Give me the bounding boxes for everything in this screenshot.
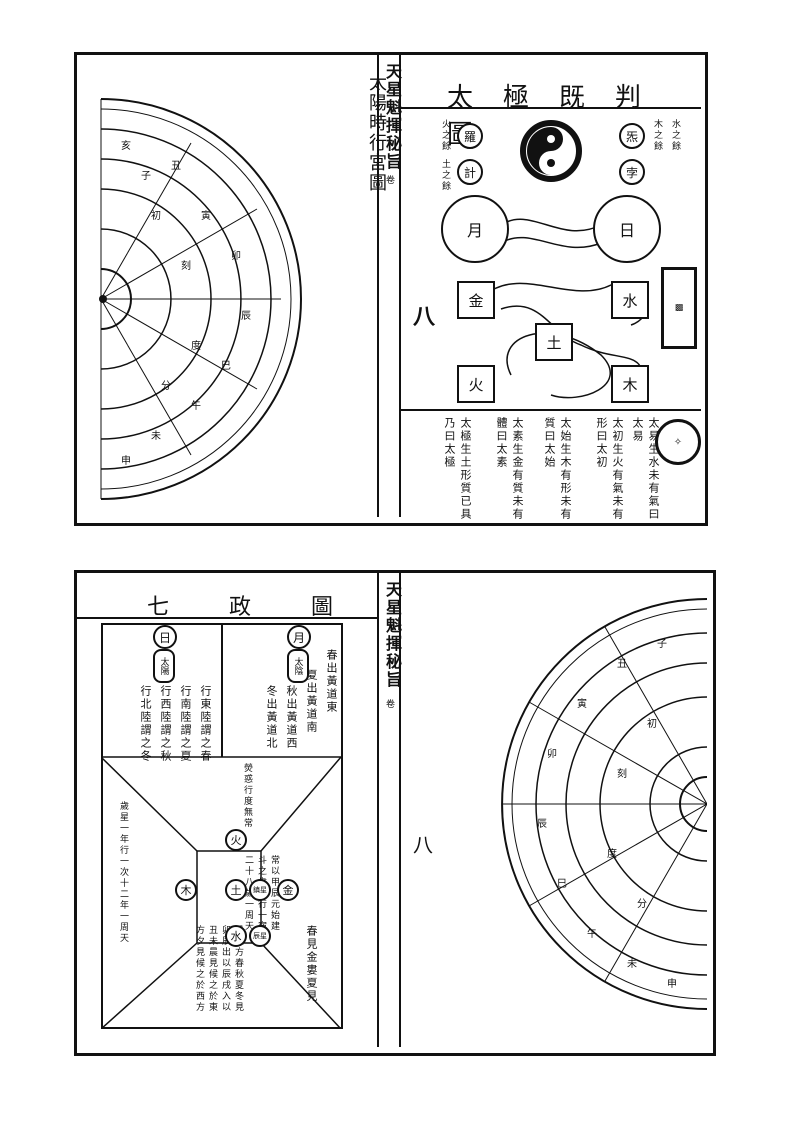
- bottom-spine-right-rule: [399, 573, 401, 1047]
- moon-circle-small: 月: [287, 625, 311, 649]
- bottom-page: 七政圖 日 太陽 月 太陰 行東陸謂之春 行南陸謂之夏 行西陸謂之秋 行北陸謂之…: [74, 570, 716, 1056]
- svg-text:分: 分: [161, 380, 171, 392]
- water-circle: 水: [225, 925, 247, 947]
- svg-text:度: 度: [191, 339, 201, 352]
- moon-text-1: 春出黃道東: [325, 649, 338, 714]
- round-seal: ✧: [655, 419, 701, 465]
- top-side-number: 八: [413, 304, 436, 330]
- wood-box: 木: [611, 365, 649, 403]
- svg-text:申: 申: [667, 977, 677, 990]
- moon-text-2: 夏出黃道南: [305, 669, 318, 734]
- top-spine-right-rule: [399, 55, 401, 517]
- water-tag: 辰星: [249, 925, 271, 947]
- moon-circle: 月: [441, 195, 509, 263]
- metal-circle: 金: [277, 879, 299, 901]
- small-note-tu-yu: 土之餘: [440, 159, 450, 192]
- top-page: 太陽時行宮圖 子 丑 寅卯 辰巳 午未 申: [74, 52, 708, 526]
- svg-text:刻: 刻: [617, 767, 627, 780]
- wood-circle: 木: [175, 879, 197, 901]
- svg-text:丑: 丑: [171, 161, 181, 172]
- sun-text-3: 行西陸謂之秋: [159, 685, 172, 763]
- bottom-spine-title: 天星魁揮秘旨: [383, 581, 402, 689]
- svg-text:巳: 巳: [557, 878, 567, 890]
- svg-text:辰: 辰: [241, 310, 251, 322]
- fire-text: 熒惑行度無常: [242, 763, 252, 829]
- sun-text-1: 行東陸謂之春: [199, 685, 212, 763]
- qi-circle: 炁: [619, 123, 645, 149]
- svg-text:刻: 刻: [181, 259, 191, 272]
- fire-box: 火: [457, 365, 495, 403]
- bottom-side-number: 八: [413, 833, 433, 857]
- small-note-huo-yu: 火之餘: [440, 119, 450, 152]
- earth-box: 土: [535, 323, 573, 361]
- water-text: 見東方春秋夏冬見卯辰出以辰戌入以丑未晨見候之於東方夕見候之於西方: [194, 925, 243, 1013]
- metal-box: 金: [457, 281, 495, 319]
- left-page-title: 太陽時行宮圖: [366, 73, 387, 193]
- ji-circle: 計: [457, 159, 483, 185]
- taiji-symbol: [520, 120, 582, 182]
- bei-circle: 孛: [619, 159, 645, 185]
- svg-text:亥: 亥: [121, 139, 131, 152]
- sun-circle: 日: [593, 195, 661, 263]
- seal-mark-icon: ✧: [673, 436, 683, 448]
- sun-text-4: 行北陸謂之冬: [139, 685, 152, 763]
- note-taichu: 太初生火有氣未有形曰太初: [595, 417, 624, 521]
- top-spine-left-rule: [377, 55, 379, 517]
- svg-text:午: 午: [191, 399, 201, 412]
- seal-pattern-icon: ▩: [674, 303, 684, 313]
- moon-tag: 太陰: [287, 649, 309, 683]
- svg-text:辰: 辰: [537, 818, 547, 830]
- earth-tag: 鎮星: [249, 879, 271, 901]
- collector-seal: ▩: [661, 267, 697, 349]
- sun-palace-dial: 子 丑 寅卯 辰巳 午未 申 亥 初刻 度分: [99, 98, 302, 500]
- svg-text:未: 未: [151, 430, 161, 442]
- wood-text: 歲星一年行一次十二年一周天: [118, 801, 128, 944]
- luo-circle: 羅: [457, 123, 483, 149]
- center-earth-circle: 土: [225, 879, 247, 901]
- small-note-mu-yu: 木之餘: [652, 119, 662, 152]
- svg-text:巳: 巳: [221, 360, 231, 372]
- svg-text:丑: 丑: [617, 659, 627, 670]
- water-box: 水: [611, 281, 649, 319]
- bottom-spine-mark: 卷: [384, 699, 394, 710]
- seven-governors-title: 七政圖: [147, 595, 394, 620]
- svg-text:初: 初: [151, 209, 161, 222]
- svg-text:初: 初: [647, 717, 657, 730]
- svg-text:子: 子: [141, 170, 151, 182]
- sun-text-2: 行南陸謂之夏: [179, 685, 192, 763]
- taiji-notes-rule: [401, 409, 701, 411]
- svg-text:卯: 卯: [547, 748, 557, 760]
- svg-text:度: 度: [607, 847, 617, 860]
- note-taisu: 太素生金有質未有體曰太素: [495, 417, 524, 521]
- svg-text:午: 午: [587, 927, 597, 940]
- bottom-title-rule: [77, 617, 377, 619]
- top-spine-title: 天星魁揮秘旨: [383, 63, 402, 171]
- top-spine-mark: 卷: [384, 175, 394, 186]
- note-taishi: 太始生木有形未有質曰太始: [543, 417, 572, 521]
- sun-circle-small: 日: [153, 625, 177, 649]
- moon-text-3: 秋出黃道西: [285, 685, 298, 750]
- taiji-title-rule: [401, 107, 701, 109]
- svg-text:寅: 寅: [577, 697, 587, 710]
- svg-text:子: 子: [657, 638, 667, 650]
- svg-text:寅: 寅: [201, 209, 211, 222]
- metal-text: 春見金婁夏見: [305, 925, 318, 1003]
- note-taiji: 太極生土形質已具乃曰太極: [443, 417, 472, 521]
- bottom-spine-left-rule: [377, 573, 379, 1047]
- sun-tag: 太陽: [153, 649, 175, 683]
- frame-mid-vline: [221, 623, 223, 757]
- moon-text-4: 冬出黃道北: [265, 685, 278, 750]
- svg-text:分: 分: [637, 898, 647, 910]
- svg-text:未: 未: [627, 958, 637, 970]
- svg-text:卯: 卯: [231, 250, 241, 262]
- small-note-shui-yu: 水之餘: [670, 119, 680, 152]
- svg-text:申: 申: [121, 454, 131, 467]
- fire-circle: 火: [225, 829, 247, 851]
- planet-palace-dial: 子丑 寅卯 辰巳 午未 申 初 刻度 分: [501, 598, 707, 1010]
